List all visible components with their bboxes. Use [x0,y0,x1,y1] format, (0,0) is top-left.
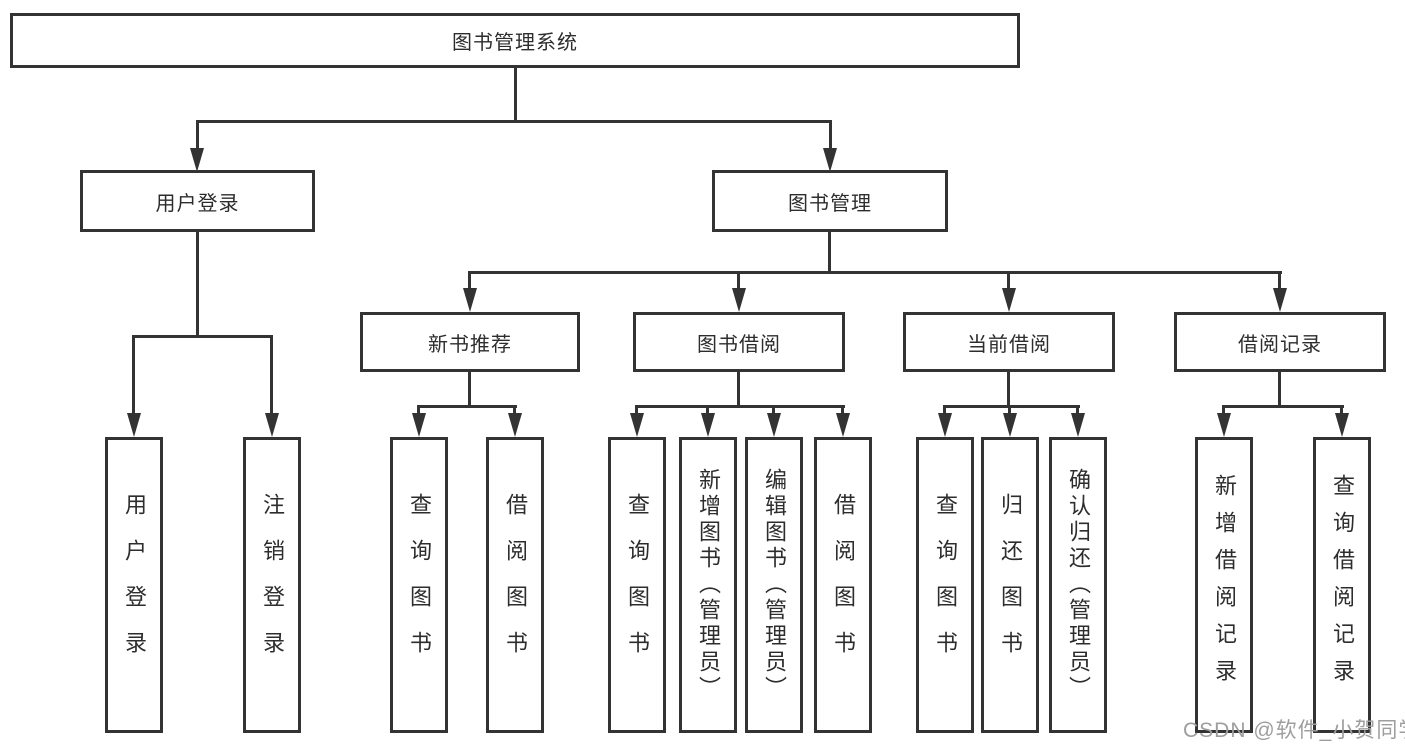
arrow-down-icon [1273,288,1287,312]
node-label: 当前借阅 [967,333,1051,356]
connector-line [828,232,831,273]
connector-line [132,335,135,415]
arrow-down-icon [701,413,715,437]
node-label: 查询图书 [933,493,958,677]
leaf-query-borrow-record: 查询借阅记录 [1313,437,1371,733]
connector-line [943,405,1080,408]
connector-line [841,405,844,415]
node-label: 借阅记录 [1238,333,1322,356]
node-label: 编辑图书（管理员） [762,468,787,702]
node-label: 图书管理 [788,192,872,215]
arrow-down-icon [463,288,477,312]
connector-line [1076,405,1079,415]
connector-line [943,405,946,415]
connector-line [132,335,273,338]
node-user-login: 用户登录 [80,170,315,232]
connector-line [1222,405,1225,415]
node-label: 归还图书 [998,493,1023,677]
connector-line [468,271,471,289]
arrow-down-icon [823,148,837,172]
connector-line [1007,271,1010,289]
arrow-down-icon [836,413,850,437]
node-label: 图书管理系统 [452,32,578,54]
node-label: 用户登录 [122,493,147,677]
node-label: 注销登录 [260,493,285,677]
node-label: 借阅图书 [831,493,856,677]
connector-line [706,405,709,415]
node-new-book-recommendation: 新书推荐 [360,312,580,372]
node-label: 图书借阅 [697,333,781,356]
arrow-down-icon [127,413,141,437]
connector-line [635,405,845,408]
connector-line [737,271,740,289]
csdn-watermark: CSDN @软件_小贺同学 [1183,719,1405,742]
arrow-down-icon [508,413,522,437]
connector-line [1007,372,1010,407]
connector-line [468,372,471,407]
leaf-confirm-return-admin: 确认归还（管理员） [1049,437,1107,733]
arrow-down-icon [1217,413,1231,437]
connector-line [196,120,832,123]
node-library-management-system: 图书管理系统 [10,13,1020,68]
leaf-query-books-borrowing: 查询图书 [608,437,666,733]
leaf-logout: 注销登录 [243,437,301,733]
node-book-management: 图书管理 [712,170,948,232]
arrow-down-icon [190,148,204,172]
node-current-borrowing: 当前借阅 [903,312,1115,372]
arrow-down-icon [732,288,746,312]
arrow-down-icon [265,413,279,437]
connector-line [1278,271,1281,289]
arrow-down-icon [938,413,952,437]
connector-line [196,232,199,337]
connector-line [1222,405,1344,408]
leaf-return-books: 归还图书 [981,437,1039,733]
connector-line [196,120,199,152]
leaf-user-login: 用户登录 [105,437,163,733]
arrow-down-icon [1003,413,1017,437]
leaf-query-books-recommendation: 查询图书 [390,437,448,733]
connector-line [417,405,420,415]
leaf-add-borrow-record: 新增借阅记录 [1195,437,1253,733]
node-label: 确认归还（管理员） [1066,468,1091,702]
leaf-query-books-current: 查询图书 [916,437,974,733]
node-book-borrowing: 图书借阅 [633,312,845,372]
node-label: 查询图书 [625,493,650,677]
connector-line [772,405,775,415]
arrow-down-icon [1071,413,1085,437]
connector-line [737,372,740,407]
node-borrowing-records: 借阅记录 [1174,312,1386,372]
node-label: 借阅图书 [503,493,528,677]
node-label: 新增借阅记录 [1212,474,1237,696]
connector-line [417,405,517,408]
node-label: 查询借阅记录 [1330,474,1355,696]
connector-line [468,271,1282,274]
arrow-down-icon [1335,413,1349,437]
connector-line [1340,405,1343,415]
node-label: 新增图书（管理员） [696,468,721,702]
arrow-down-icon [767,413,781,437]
node-label: 用户登录 [155,192,240,215]
connector-line [829,120,832,152]
arrow-down-icon [630,413,644,437]
arrow-down-icon [1002,288,1016,312]
leaf-add-book-admin: 新增图书（管理员） [679,437,737,733]
node-label: 查询图书 [407,493,432,677]
connector-line [635,405,638,415]
connector-line [1008,405,1011,415]
connector-line [270,335,273,415]
connector-line [514,68,517,122]
node-label: 新书推荐 [428,333,512,356]
leaf-borrow-books-borrowing: 借阅图书 [814,437,872,733]
connector-line [513,405,516,415]
arrow-down-icon [412,413,426,437]
leaf-borrow-books-recommendation: 借阅图书 [486,437,544,733]
leaf-edit-book-admin: 编辑图书（管理员） [745,437,803,733]
connector-line [1278,372,1281,407]
